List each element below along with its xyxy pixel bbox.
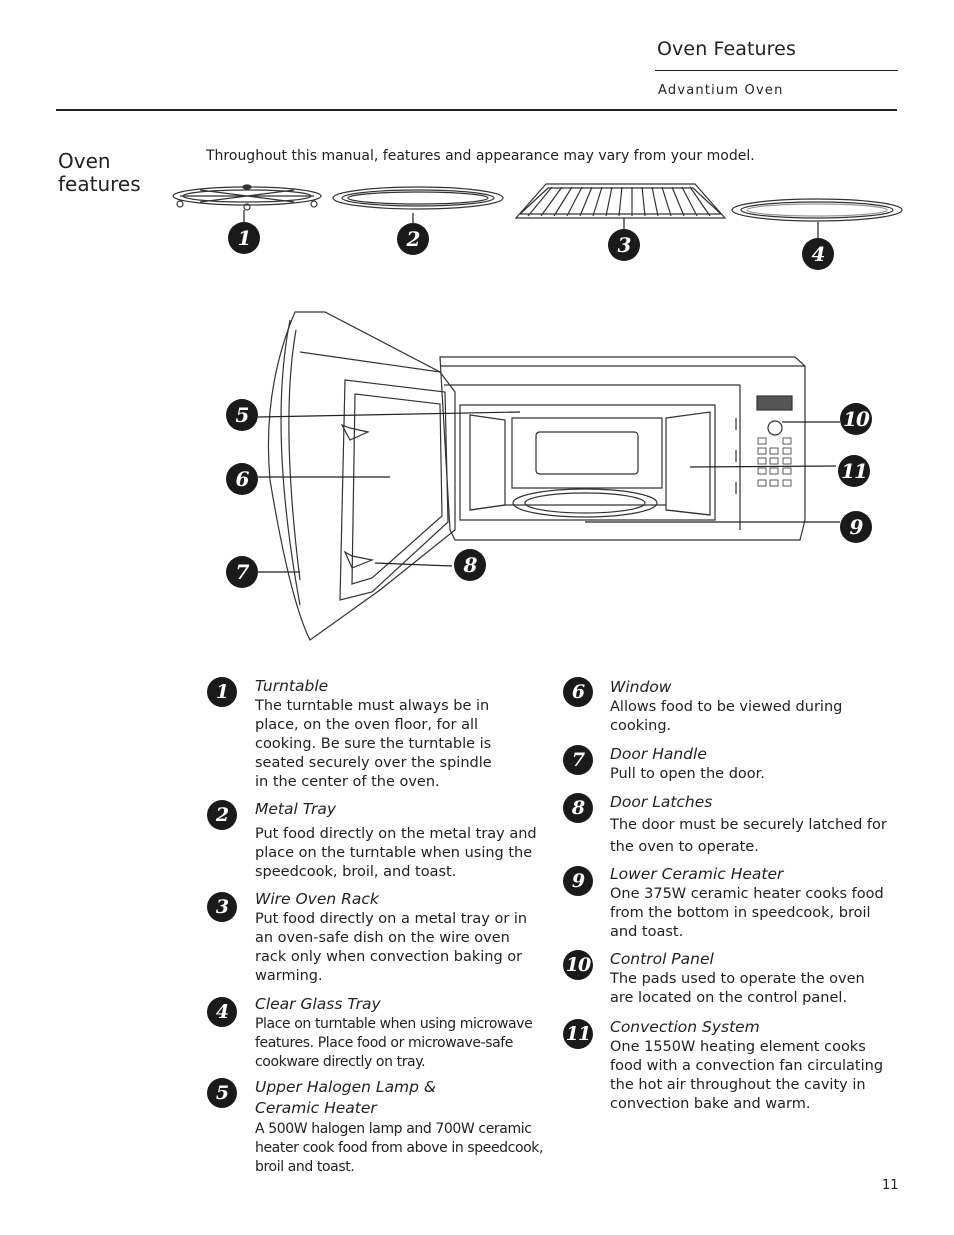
callout-4: 4 <box>802 238 834 270</box>
header-title: Oven Features <box>657 38 796 60</box>
feature-desc: A 500W halogen lamp and 700W ceramic hea… <box>255 1121 544 1175</box>
feature-desc: The door must be securely latched for th… <box>610 817 887 855</box>
feature-title: Metal Tray <box>255 800 337 818</box>
callout-10: 10 <box>840 403 872 435</box>
callout-3: 3 <box>608 229 640 261</box>
feature-lower-ceramic-heater: Lower Ceramic Heater One 375W ceramic he… <box>610 865 890 942</box>
feature-num-2: 2 <box>207 800 237 830</box>
header-subtitle: Advantium Oven <box>658 83 784 98</box>
wire-rack-drawing <box>514 183 727 219</box>
feature-num-7: 7 <box>563 745 593 775</box>
feature-title: Lower Ceramic Heater <box>610 865 784 883</box>
feature-title: Window <box>610 678 672 696</box>
feature-desc: Place on turntable when using microwave … <box>255 1016 533 1070</box>
feature-num-8: 8 <box>563 793 593 823</box>
section-title: Oven features <box>58 149 141 196</box>
feature-desc: The turntable must always be in place, o… <box>255 698 492 790</box>
feature-title: Control Panel <box>610 950 714 968</box>
feature-title: Clear Glass Tray <box>255 995 381 1013</box>
feature-door-handle: Door Handle Pull to open the door. <box>610 745 900 784</box>
callout-9: 9 <box>840 511 872 543</box>
turntable-drawing <box>172 184 322 211</box>
callout-1: 1 <box>228 222 260 254</box>
callout-2: 2 <box>397 223 429 255</box>
intro-text: Throughout this manual, features and app… <box>206 148 755 164</box>
feature-title: Upper Halogen Lamp & Ceramic Heater <box>255 1078 437 1117</box>
callout-6: 6 <box>226 463 258 495</box>
glass-tray-drawing <box>731 198 903 222</box>
callout-8: 8 <box>454 549 486 581</box>
feature-upper-halogen-lamp: Upper Halogen Lamp & Ceramic Heater A 50… <box>255 1077 545 1177</box>
feature-desc: Pull to open the door. <box>610 766 765 782</box>
page-number: 11 <box>882 1178 899 1193</box>
feature-window: Window Allows food to be viewed during c… <box>610 678 860 736</box>
header-rule <box>655 70 898 71</box>
metal-tray-drawing <box>332 186 504 210</box>
feature-num-6: 6 <box>563 677 593 707</box>
feature-door-latches: Door Latches The door must be securely l… <box>610 793 890 858</box>
feature-num-11: 11 <box>563 1019 593 1049</box>
feature-desc: Put food directly on the metal tray and … <box>255 826 537 880</box>
feature-title: Convection System <box>610 1018 760 1036</box>
feature-title: Door Handle <box>610 745 707 763</box>
feature-wire-oven-rack: Wire Oven Rack Put food directly on a me… <box>255 890 535 986</box>
feature-title: Door Latches <box>610 793 713 811</box>
section-divider <box>56 109 897 111</box>
feature-num-4: 4 <box>207 997 237 1027</box>
feature-desc: Put food directly on a metal tray or in … <box>255 911 528 984</box>
callout-11: 11 <box>838 455 870 487</box>
feature-num-10: 10 <box>563 950 593 980</box>
microwave-drawing <box>439 356 806 541</box>
feature-num-3: 3 <box>207 892 237 922</box>
callout-7: 7 <box>226 556 258 588</box>
feature-title: Wire Oven Rack <box>255 890 379 908</box>
feature-metal-tray: Metal Tray Put food directly on the meta… <box>255 800 545 882</box>
feature-desc: One 375W ceramic heater cooks food from … <box>610 886 884 940</box>
feature-num-1: 1 <box>207 677 237 707</box>
feature-num-9: 9 <box>563 866 593 896</box>
feature-clear-glass-tray: Clear Glass Tray Place on turntable when… <box>255 995 545 1072</box>
feature-num-5: 5 <box>207 1078 237 1108</box>
feature-control-panel: Control Panel The pads used to operate t… <box>610 950 870 1008</box>
door-drawing <box>267 311 456 641</box>
feature-turntable: Turntable The turntable must always be i… <box>255 677 500 792</box>
feature-convection-system: Convection System One 1550W heating elem… <box>610 1018 890 1114</box>
feature-desc: Allows food to be viewed during cooking. <box>610 699 843 734</box>
callout-5: 5 <box>226 399 258 431</box>
feature-title: Turntable <box>255 677 329 695</box>
feature-desc: One 1550W heating element cooks food wit… <box>610 1039 884 1112</box>
feature-desc: The pads used to operate the oven are lo… <box>610 971 865 1006</box>
